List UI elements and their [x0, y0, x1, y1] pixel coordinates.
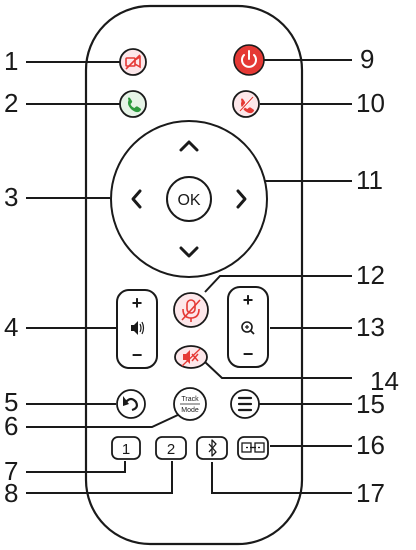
callout-1: 1: [4, 46, 19, 76]
zoom-in-button[interactable]: +: [243, 290, 254, 310]
call-hangup-button[interactable]: [232, 90, 260, 118]
zoom-out-button[interactable]: −: [243, 344, 254, 364]
callout-13: 13: [356, 312, 385, 342]
callout-11: 11: [356, 165, 383, 195]
callout-8: 8: [4, 478, 19, 508]
mic-mute-icon: [181, 299, 201, 322]
preset-1-button[interactable]: 1: [111, 436, 141, 460]
call-answer-icon: [127, 97, 141, 113]
speaker-mute-icon: [181, 348, 201, 367]
menu-icon: [237, 396, 253, 412]
callout-4: 4: [4, 312, 19, 342]
back-icon: [123, 396, 138, 412]
leader-lines: [26, 59, 352, 494]
track-mode-label-line1: Track: [181, 396, 199, 403]
chevron-down-icon[interactable]: [179, 246, 199, 258]
callout-17: 17: [356, 478, 385, 508]
chevron-up-icon[interactable]: [179, 140, 199, 152]
callout-16: 16: [356, 430, 385, 460]
callout-5: 5: [4, 387, 19, 417]
volume-down-button[interactable]: −: [132, 345, 143, 365]
call-hangup-icon: [239, 96, 254, 114]
callout-9: 9: [360, 44, 375, 74]
callout-6: 6: [4, 411, 19, 441]
navigation-pad[interactable]: OK: [110, 120, 268, 278]
camera-switch-icon: [241, 442, 265, 453]
bluetooth-icon: [208, 439, 217, 457]
back-button[interactable]: [116, 389, 146, 419]
chevron-right-icon[interactable]: [236, 189, 247, 209]
call-answer-button[interactable]: [119, 90, 147, 118]
callout-3: 3: [4, 182, 19, 212]
track-mode-label-line2: Mode: [181, 407, 199, 414]
preset-2-button[interactable]: 2: [155, 436, 187, 460]
menu-button[interactable]: [230, 389, 260, 419]
callout-15: 15: [356, 389, 385, 419]
camera-switch-button[interactable]: [237, 436, 269, 460]
speaker-mute-button[interactable]: [174, 345, 208, 369]
callout-7: 7: [4, 456, 19, 486]
callout-12: 12: [356, 260, 385, 290]
power-button[interactable]: [233, 44, 265, 76]
zoom-rocker[interactable]: + −: [227, 286, 269, 368]
volume-up-button[interactable]: +: [132, 293, 143, 313]
callout-2: 2: [4, 88, 19, 118]
ok-label: OK: [177, 192, 200, 209]
callout-14: 14: [370, 366, 399, 396]
preset-2-label: 2: [167, 441, 175, 458]
track-mode-button[interactable]: Track Mode: [173, 387, 207, 421]
zoom-icon: [241, 321, 255, 335]
chevron-left-icon[interactable]: [131, 189, 142, 209]
camera-off-icon: [125, 54, 141, 70]
speaker-icon: [131, 321, 145, 335]
bluetooth-button[interactable]: [196, 436, 228, 460]
preset-1-label: 1: [122, 441, 130, 458]
volume-rocker[interactable]: + −: [116, 289, 158, 369]
ok-button[interactable]: [166, 176, 212, 222]
camera-off-button[interactable]: [119, 48, 147, 76]
callout-10: 10: [356, 88, 385, 118]
power-icon: [241, 50, 257, 68]
mic-mute-button[interactable]: [173, 292, 209, 328]
